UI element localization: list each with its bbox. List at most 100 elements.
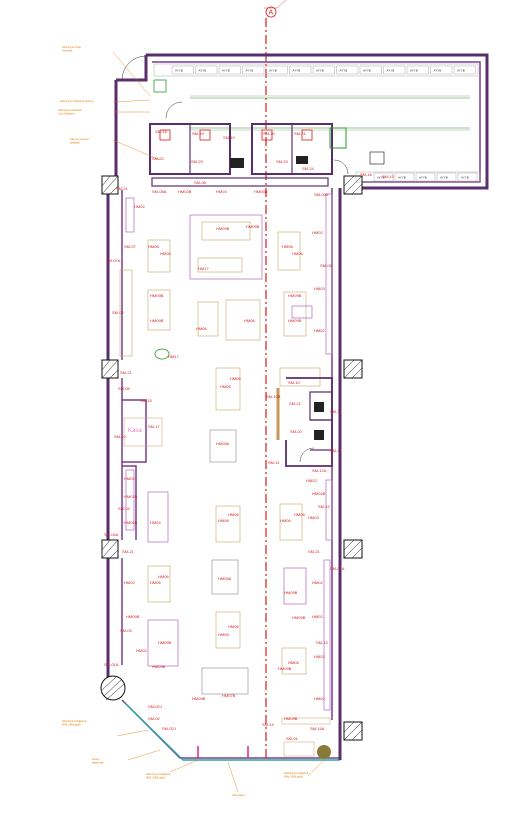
label-hm09b-h: HM09B [192, 696, 206, 701]
label-hm05b-top: HM05B [254, 189, 268, 194]
zone-labels: SM-15 SM-19 SM-14 SM-20 SM-21 SM-22 SM-2… [104, 129, 395, 741]
storage-top-cell-label: AYYB [293, 69, 301, 73]
label-sm03a: SM-03A [330, 566, 345, 571]
label-hm04: HM04 [150, 520, 161, 525]
storage-top-cell [453, 65, 476, 75]
label-sm19: SM-19 [192, 131, 205, 136]
annotation-n3-line: Alüminyum Korkuluk [58, 108, 82, 112]
label-sm19c: SM-19 [330, 448, 343, 453]
label-hm03-b: HM03 [308, 515, 319, 520]
label-hm02-d: HM02 [306, 478, 317, 483]
storage-top-cell-label: AYYB [387, 69, 395, 73]
gondola-shelves [119, 193, 333, 711]
structural-columns [100, 175, 363, 741]
label-sm17: SM-17 [148, 424, 161, 429]
label-hm03-top: HM03 [216, 189, 227, 194]
service-rooms [149, 101, 385, 187]
label-hm09b-g: HM09B [158, 640, 172, 645]
annotation-n6-line: kaplaması [92, 761, 104, 765]
storage-top-cell [218, 65, 241, 75]
entry-jog [116, 55, 148, 82]
storage-top-cell-label: AYYB [316, 69, 324, 73]
label-sm02j-b: SM-02J [162, 726, 176, 731]
label-hm06-o: HM06 [228, 624, 239, 629]
annotation-n8-line: Giriş kapısı [232, 793, 245, 797]
storage-top-cell [171, 65, 194, 75]
label-hm09b-f: HM09B [292, 615, 306, 620]
label-sm20b: SM-20 [290, 429, 303, 434]
storage-top-cell-label: AYYB [457, 69, 465, 73]
label-sm10: SM-10 [288, 380, 301, 385]
label-hm09b-d: HM09B [284, 590, 298, 595]
label-sm06: SM-06 [118, 386, 131, 391]
storage-bottom-cell-label: AYYB [377, 176, 385, 180]
storage-top-cell [383, 65, 406, 75]
label-hm06-g: HM06 [230, 376, 241, 381]
storage-top-cell-label: AYYB [175, 69, 183, 73]
label-hm17-a: HM17 [198, 266, 209, 271]
label-sm04: SM-04 [118, 506, 131, 511]
storage-top-cell-label: AYYB [199, 69, 207, 73]
label-sm13: SM-13 [382, 174, 395, 179]
label-sm12a: SM-12A [312, 468, 327, 473]
label-sm21-b: SM-21 [120, 370, 133, 375]
label-sm08a: SM-08A [152, 189, 167, 194]
label-hm05b-a: HM05B [246, 224, 260, 229]
label-sm09a: SM-09A [314, 192, 329, 197]
storage-top-cell [312, 65, 335, 75]
storage-top-cell [359, 65, 382, 75]
label-hm02-g: HM02 [312, 580, 323, 585]
label-hm02-c: HM02 [314, 328, 325, 333]
annotation-n2-line: Alüminyum Doğrama (Camlı) [60, 99, 94, 103]
label-hm06b-c: HM09B [152, 664, 166, 669]
label-hm03-c: HM03 [314, 654, 325, 659]
label-hm06-a: HM06 [148, 244, 159, 249]
annotation-n5-line: (RAL 9006 gridi) [62, 723, 81, 727]
storage-top-cell [242, 65, 265, 75]
label-sm14a: SM-14A [310, 726, 325, 731]
label-sm12: SM-12 [318, 504, 331, 509]
storage-top-cell-label: AYYB [434, 69, 442, 73]
storage-bottom-cell [436, 172, 457, 182]
label-sm21-a: SM-21 [116, 186, 129, 191]
label-sm16: SM-16 [360, 172, 373, 177]
storage-top-cell-label: AYYB [222, 69, 230, 73]
label-sm08: SM-08 [194, 180, 207, 185]
label-hm06-e: HM06 [196, 326, 207, 331]
label-sm22: SM-22 [152, 156, 165, 161]
label-sm21-e: SM-21 [308, 549, 321, 554]
label-sm02: SM-02 [112, 310, 125, 315]
storage-top-cell-label: AYYB [269, 69, 277, 73]
label-hm06-c: HM06 [282, 244, 293, 249]
label-hm06-b: HM06 [160, 251, 171, 256]
label-hm09b-i: HM09B [284, 716, 298, 721]
label-hm02-i: HM02 [136, 648, 147, 653]
storage-top-cell [336, 65, 359, 75]
label-sm03: SM-03 [120, 628, 133, 633]
label-hm02b-c: HM02B [124, 520, 138, 525]
annotation-n5-line: Alüminyum Doğrama [62, 719, 87, 723]
label-hm06b-a: HM09B [150, 293, 164, 298]
storage-bottom-cell [457, 172, 478, 182]
label-hm07b: HM07B [222, 693, 236, 698]
label-sm07: SM-07 [124, 244, 137, 249]
storage-top-cell [289, 65, 312, 75]
label-hm17-b: HM17 [168, 354, 179, 359]
label-hm05a-a: HM05A [216, 441, 230, 446]
storage-bottom-cell-label: AYYB [419, 176, 427, 180]
label-sm05: SM-05 [320, 263, 333, 268]
label-sm15b: SM-15 [140, 398, 153, 403]
label-hm09b-e: HM09B [126, 614, 140, 619]
label-hm06-l: HM06 [280, 518, 291, 523]
label-hm02-f: HM02 [124, 580, 135, 585]
storage-bottom-cell-label: AYYB [461, 176, 469, 180]
label-hm09b-b: HM09B [150, 318, 164, 323]
west-wall [106, 80, 118, 680]
label-sm19b: SM-19 [330, 409, 343, 414]
label-sm15: SM-15 [155, 129, 168, 134]
label-hm02-a: HM02 [134, 204, 145, 209]
north-annex-inner [152, 61, 481, 183]
entrance-door [121, 55, 167, 93]
annotation-leaders [112, 51, 325, 793]
